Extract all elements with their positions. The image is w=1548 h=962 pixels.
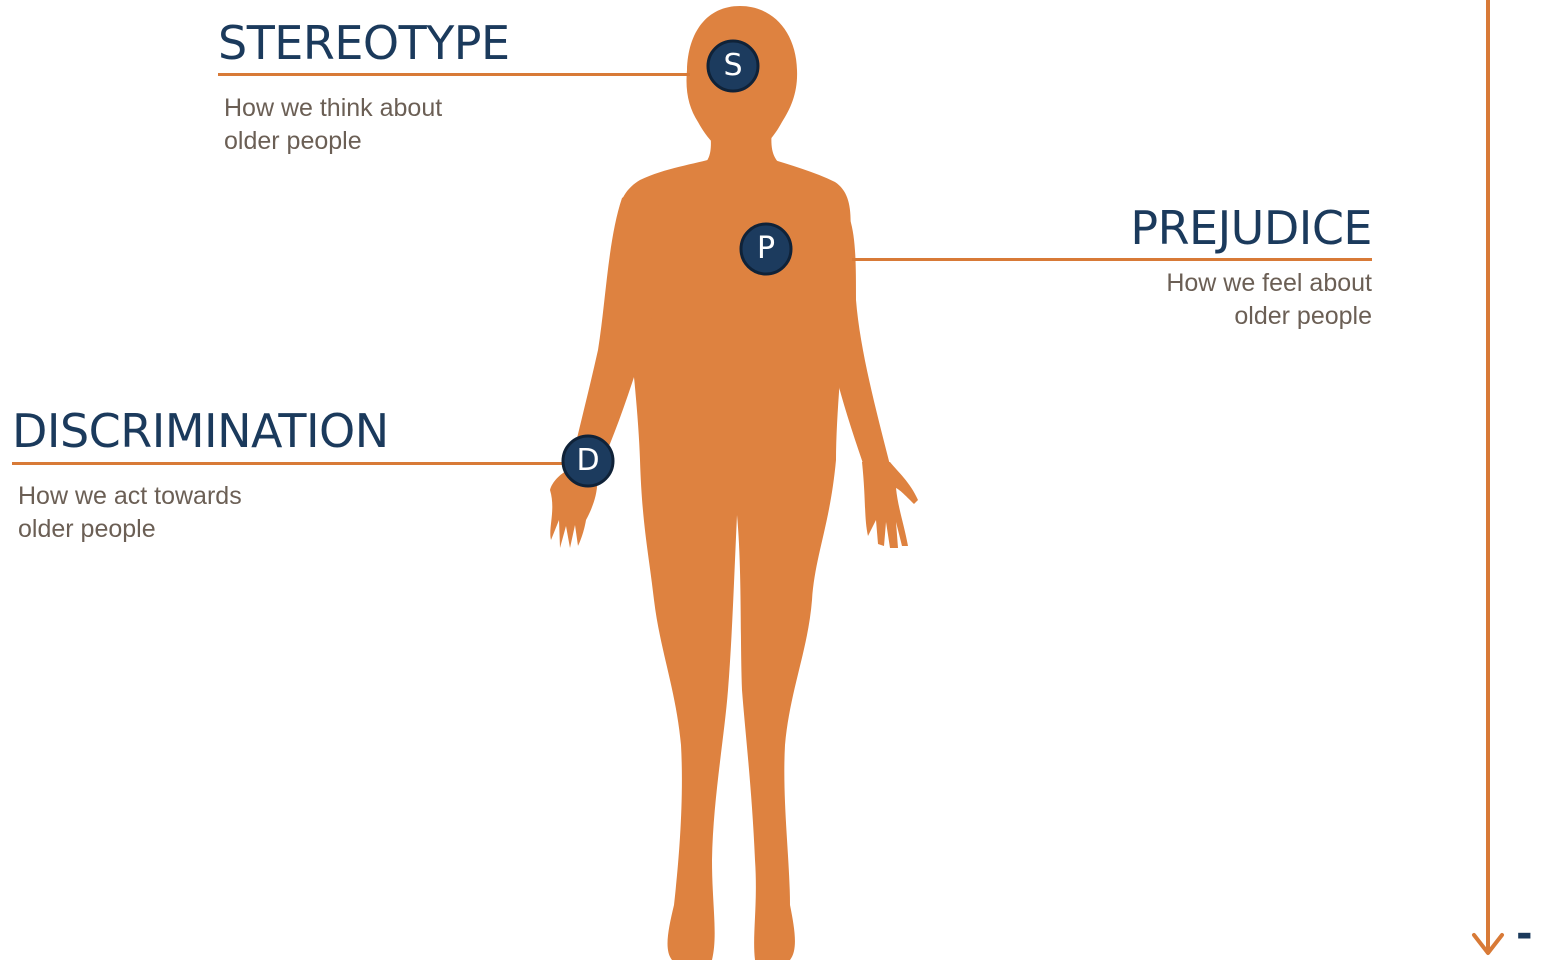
- discrimination-description-line: How we act towards: [18, 480, 242, 513]
- stereotype-description-line: older people: [224, 125, 442, 158]
- prejudice-marker-label: P: [739, 222, 793, 276]
- prejudice-description-line: older people: [1166, 300, 1372, 333]
- prejudice-description: How we feel about older people: [1166, 267, 1372, 333]
- stereotype-heading: STEREOTYPE: [218, 20, 510, 66]
- discrimination-marker-label: D: [561, 434, 615, 488]
- prejudice-connector-line: [852, 258, 1372, 261]
- discrimination-connector-line: [12, 462, 570, 465]
- stereotype-description-line: How we think about: [224, 92, 442, 125]
- prejudice-description-line: How we feel about: [1166, 267, 1372, 300]
- prejudice-heading: PREJUDICE: [1130, 205, 1372, 251]
- stereotype-connector-line: [218, 73, 690, 76]
- discrimination-heading: DISCRIMINATION: [12, 408, 389, 454]
- stereotype-marker-label: S: [706, 39, 760, 93]
- stereotype-description: How we think about older people: [224, 92, 442, 158]
- discrimination-description: How we act towards older people: [18, 480, 242, 546]
- discrimination-description-line: older people: [18, 513, 242, 546]
